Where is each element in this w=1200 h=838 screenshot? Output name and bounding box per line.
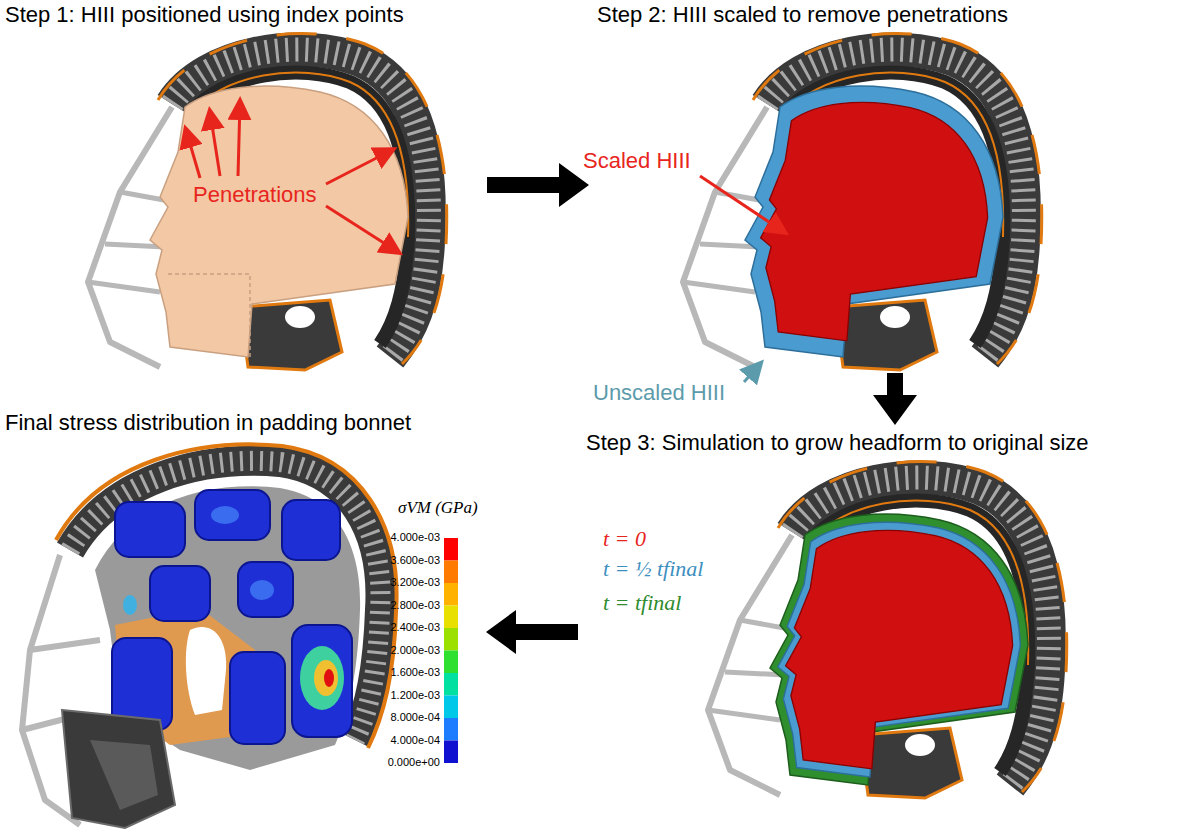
stress-patch <box>314 660 338 696</box>
stress-patch <box>300 646 344 710</box>
time-label: t = tfinal <box>603 590 681 615</box>
color-band <box>444 741 458 764</box>
unscaled-headform <box>745 86 1003 357</box>
jaw-pad <box>860 728 962 798</box>
start-headform <box>786 530 1013 768</box>
jaw-line <box>168 274 250 357</box>
tick-label: 3.200e-03 <box>378 576 440 589</box>
stress-patch <box>211 506 239 524</box>
pad <box>282 500 340 560</box>
flow-arrow <box>486 610 578 654</box>
panel-title: Step 1: HIII positioned using index poin… <box>3 0 406 30</box>
leader-arrow <box>744 364 760 382</box>
step2-illustration <box>683 34 1042 370</box>
panel-title: Step 3: Simulation to grow headform to o… <box>584 428 1091 458</box>
time-label: t = 0 <box>603 526 646 551</box>
pad <box>195 490 270 540</box>
color-band <box>444 718 458 741</box>
jaw-pad-shade <box>90 740 158 810</box>
pad <box>150 566 210 621</box>
color-band <box>444 606 458 629</box>
pad <box>115 502 185 557</box>
pad <box>292 625 352 737</box>
hiii-headform <box>150 86 408 357</box>
callout-label: Penetrations <box>193 182 317 207</box>
step3-illustration <box>708 462 1067 798</box>
jaw-pad <box>835 300 937 370</box>
flow-arrow <box>487 163 589 207</box>
final-headform <box>770 514 1028 785</box>
tick-label: 3.600e-03 <box>378 554 440 567</box>
color-bar <box>444 538 458 763</box>
panel: Step 2: HIII scaled to remove penetratio… <box>595 0 1195 370</box>
step1-illustration <box>88 34 447 370</box>
jaw-pad <box>62 710 175 828</box>
panel-title: Final stress distribution in padding bon… <box>3 408 413 438</box>
leader-arrow <box>238 102 240 176</box>
color-band <box>444 538 458 561</box>
stress-patch <box>250 580 274 600</box>
start-group <box>786 530 1013 768</box>
jaw-pad <box>240 300 342 370</box>
color-band <box>444 673 458 696</box>
scaled-headform <box>761 102 988 340</box>
half-group <box>778 522 1021 777</box>
penetration-arrows <box>186 102 398 252</box>
color-band <box>444 628 458 651</box>
stress-patch <box>324 669 334 687</box>
tick-label: 1.200e-03 <box>378 689 440 702</box>
color-band <box>444 561 458 584</box>
scaled-group <box>761 102 988 340</box>
leader-arrow <box>210 112 220 176</box>
panel: Step 3: Simulation to grow headform to o… <box>584 428 1197 836</box>
final-illustration <box>22 444 397 828</box>
tick-label: 4.000e-03 <box>378 531 440 544</box>
color-band <box>444 651 458 674</box>
tick-label: 1.600e-03 <box>378 666 440 679</box>
ear-opening <box>186 627 226 715</box>
tick-label: 8.000e-04 <box>378 711 440 724</box>
panel-title: Step 2: HIII scaled to remove penetratio… <box>595 0 1010 30</box>
tick-label: 4.000e-04 <box>378 734 440 747</box>
tick-label: 2.000e-03 <box>378 644 440 657</box>
colorbar-title: σVM (GPa) <box>398 498 478 518</box>
time-label: t = ½ tfinal <box>603 556 703 581</box>
tick-label: 2.400e-03 <box>378 621 440 634</box>
stress-patches <box>123 506 344 710</box>
half-headform <box>778 522 1021 777</box>
color-band <box>444 696 458 719</box>
tick-label: 2.800e-03 <box>378 599 440 612</box>
pads <box>112 490 352 744</box>
leader-arrow <box>186 130 200 178</box>
pad <box>238 562 293 617</box>
leader-arrow <box>700 176 784 232</box>
leader-arrow <box>326 150 392 184</box>
callout-label: Scaled HIII <box>583 148 691 173</box>
tick-label: 0.000e+00 <box>378 756 440 769</box>
stress-patch <box>123 595 137 615</box>
color-band <box>444 583 458 606</box>
callout-label: Unscaled HIII <box>593 380 725 405</box>
leader-arrow <box>326 206 398 252</box>
flow-arrow <box>873 373 917 425</box>
pad <box>230 652 285 744</box>
